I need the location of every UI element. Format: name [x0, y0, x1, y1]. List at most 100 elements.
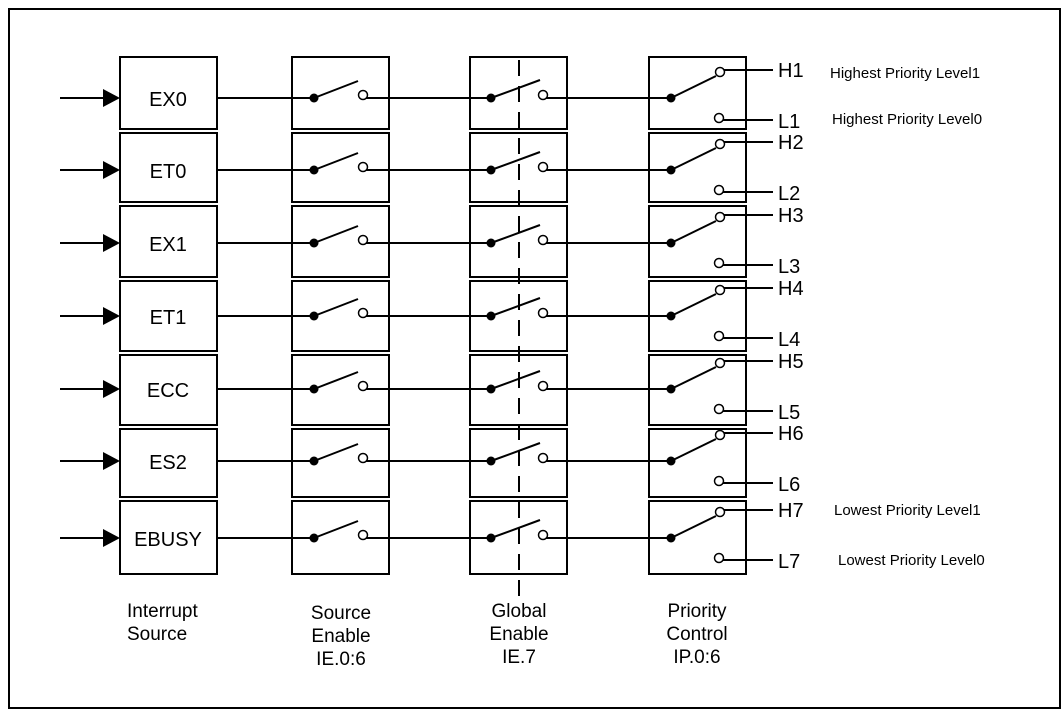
switch-blade — [490, 442, 541, 462]
switch-blade — [313, 371, 359, 390]
interrupt-source-column-cell — [119, 354, 218, 426]
switch-blade — [313, 298, 359, 317]
switch-contact — [537, 234, 549, 246]
arrow-head-icon — [103, 89, 120, 107]
switch-contact — [357, 161, 369, 173]
priority-low-contact — [713, 403, 725, 415]
interrupt-source-column-cell — [119, 205, 218, 278]
interrupt-source-column-cell — [119, 56, 218, 130]
switch-contact — [537, 529, 549, 541]
priority-high-contact — [714, 357, 726, 369]
priority-high-contact — [714, 284, 726, 296]
source-enable-column-cell — [291, 56, 390, 130]
output-label-low: L3 — [778, 256, 800, 278]
switch-contact — [357, 529, 369, 541]
note-l1: Highest Priority Level0 — [832, 111, 982, 128]
interrupt-source-label: EX0 — [149, 89, 187, 111]
interrupt-source-column-cell — [119, 280, 218, 352]
output-label-high: H4 — [778, 278, 804, 300]
switch-blade — [490, 224, 541, 244]
priority-control-column-cell — [648, 428, 747, 498]
priority-high-contact — [714, 506, 726, 518]
priority-low-contact — [713, 552, 725, 564]
switch-blade — [313, 152, 359, 171]
priority-high-contact — [714, 138, 726, 150]
output-label-high: H7 — [778, 500, 804, 522]
column-label-line: IE.7 — [502, 647, 536, 668]
output-label-high: H1 — [778, 60, 804, 82]
interrupt-source-label: ES2 — [149, 452, 187, 474]
switch-blade — [313, 443, 359, 462]
column-label-line: Enable — [311, 626, 370, 647]
column-label-line: Priority — [667, 601, 727, 622]
column-label-line: Source — [127, 624, 187, 645]
switch-contact — [537, 452, 549, 464]
switch-contact — [537, 161, 549, 173]
column-label-line: Global — [492, 601, 547, 622]
switch-contact — [357, 89, 369, 101]
switch-blade — [490, 151, 541, 171]
source-enable-column-cell — [291, 205, 390, 278]
interrupt-source-column-cell — [119, 428, 218, 498]
output-label-high: H5 — [778, 351, 804, 373]
column-label-line: Control — [666, 624, 727, 645]
switch-blade — [490, 79, 541, 99]
switch-blade — [670, 220, 717, 244]
priority-low-contact — [713, 112, 725, 124]
output-label-low: L4 — [778, 329, 800, 351]
priority-low-contact — [713, 184, 725, 196]
interrupt-source-column-cell — [119, 500, 218, 575]
switch-contact — [357, 307, 369, 319]
switch-contact — [537, 380, 549, 392]
switch-blade — [313, 80, 359, 99]
priority-control-column-cell — [648, 132, 747, 203]
switch-blade — [670, 75, 717, 99]
column-label-line: IE.0:6 — [316, 649, 366, 670]
column-label-global-enable: Global Enable IE.7 — [489, 601, 548, 668]
interrupt-source-label: ECC — [147, 380, 189, 402]
switch-contact — [357, 452, 369, 464]
output-label-high: H2 — [778, 132, 804, 154]
switch-blade — [670, 147, 717, 171]
column-label-line: Source — [311, 603, 371, 624]
switch-contact — [357, 380, 369, 392]
output-label-low: L5 — [778, 402, 800, 424]
priority-high-contact — [714, 211, 726, 223]
switch-blade — [670, 515, 717, 539]
output-label-high: H6 — [778, 423, 804, 445]
priority-low-contact — [713, 475, 725, 487]
interrupt-source-label: EBUSY — [134, 529, 202, 551]
column-label-interrupt-source: Interrupt Source — [127, 601, 198, 645]
output-label-low: L7 — [778, 551, 800, 573]
switch-contact — [357, 234, 369, 246]
arrow-head-icon — [103, 234, 120, 252]
column-label-source-enable: Source Enable IE.0:6 — [311, 603, 371, 670]
column-label-line: Interrupt — [127, 601, 198, 622]
switch-blade — [313, 225, 359, 244]
switch-blade — [313, 520, 359, 539]
note-l7: Lowest Priority Level0 — [838, 552, 985, 569]
interrupt-source-label: EX1 — [149, 234, 187, 256]
arrow-head-icon — [103, 380, 120, 398]
column-label-line: Enable — [489, 624, 548, 645]
switch-blade — [670, 293, 717, 317]
switch-blade — [490, 297, 541, 317]
switch-contact — [537, 89, 549, 101]
priority-low-contact — [713, 257, 725, 269]
output-label-low: L1 — [778, 111, 800, 133]
switch-blade — [670, 438, 717, 462]
arrow-head-icon — [103, 307, 120, 325]
column-label-line: IP.0:6 — [673, 647, 720, 668]
interrupt-source-column-cell — [119, 132, 218, 203]
priority-high-contact — [714, 66, 726, 78]
arrow-head-icon — [103, 161, 120, 179]
output-label-low: L2 — [778, 183, 800, 205]
priority-control-column-cell — [648, 205, 747, 278]
interrupt-source-label: ET0 — [150, 161, 187, 183]
note-h1: Highest Priority Level1 — [830, 65, 980, 82]
interrupt-source-label: ET1 — [150, 307, 187, 329]
column-label-priority-control: Priority Control IP.0:6 — [666, 601, 727, 668]
switch-contact — [537, 307, 549, 319]
arrow-head-icon — [103, 452, 120, 470]
